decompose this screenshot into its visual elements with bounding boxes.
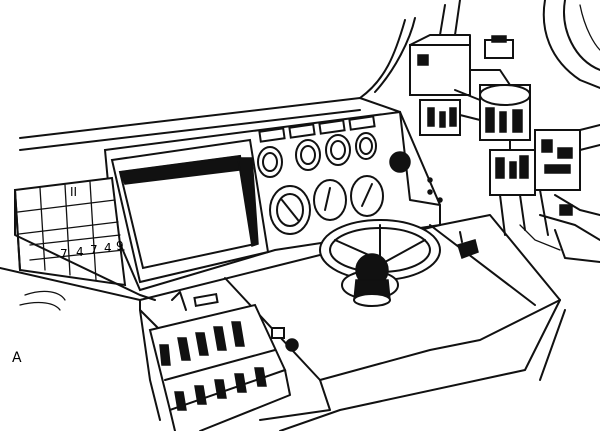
lower-key-3: 7 <box>90 243 98 257</box>
steering-wheel <box>319 219 441 307</box>
lever-block <box>148 291 299 431</box>
right-lever <box>457 231 479 259</box>
cab-roof <box>19 0 600 151</box>
knob-dark <box>389 151 411 173</box>
lower-key-1: 7 <box>60 247 68 261</box>
lower-key-4: 4 <box>104 241 112 255</box>
gauge-large-2 <box>313 179 347 221</box>
gauges <box>257 132 443 235</box>
left-panel-glyph: II <box>70 185 77 199</box>
display-screen <box>110 138 270 284</box>
corner-mark: A <box>12 350 22 366</box>
left-keypad: II 7 4 7 4 9 <box>13 176 127 287</box>
lower-key-5: 9 <box>116 239 124 253</box>
lower-keys: 7 4 7 4 9 <box>60 239 124 261</box>
lower-key-2: 4 <box>76 245 84 259</box>
machinery-cluster <box>409 0 600 263</box>
